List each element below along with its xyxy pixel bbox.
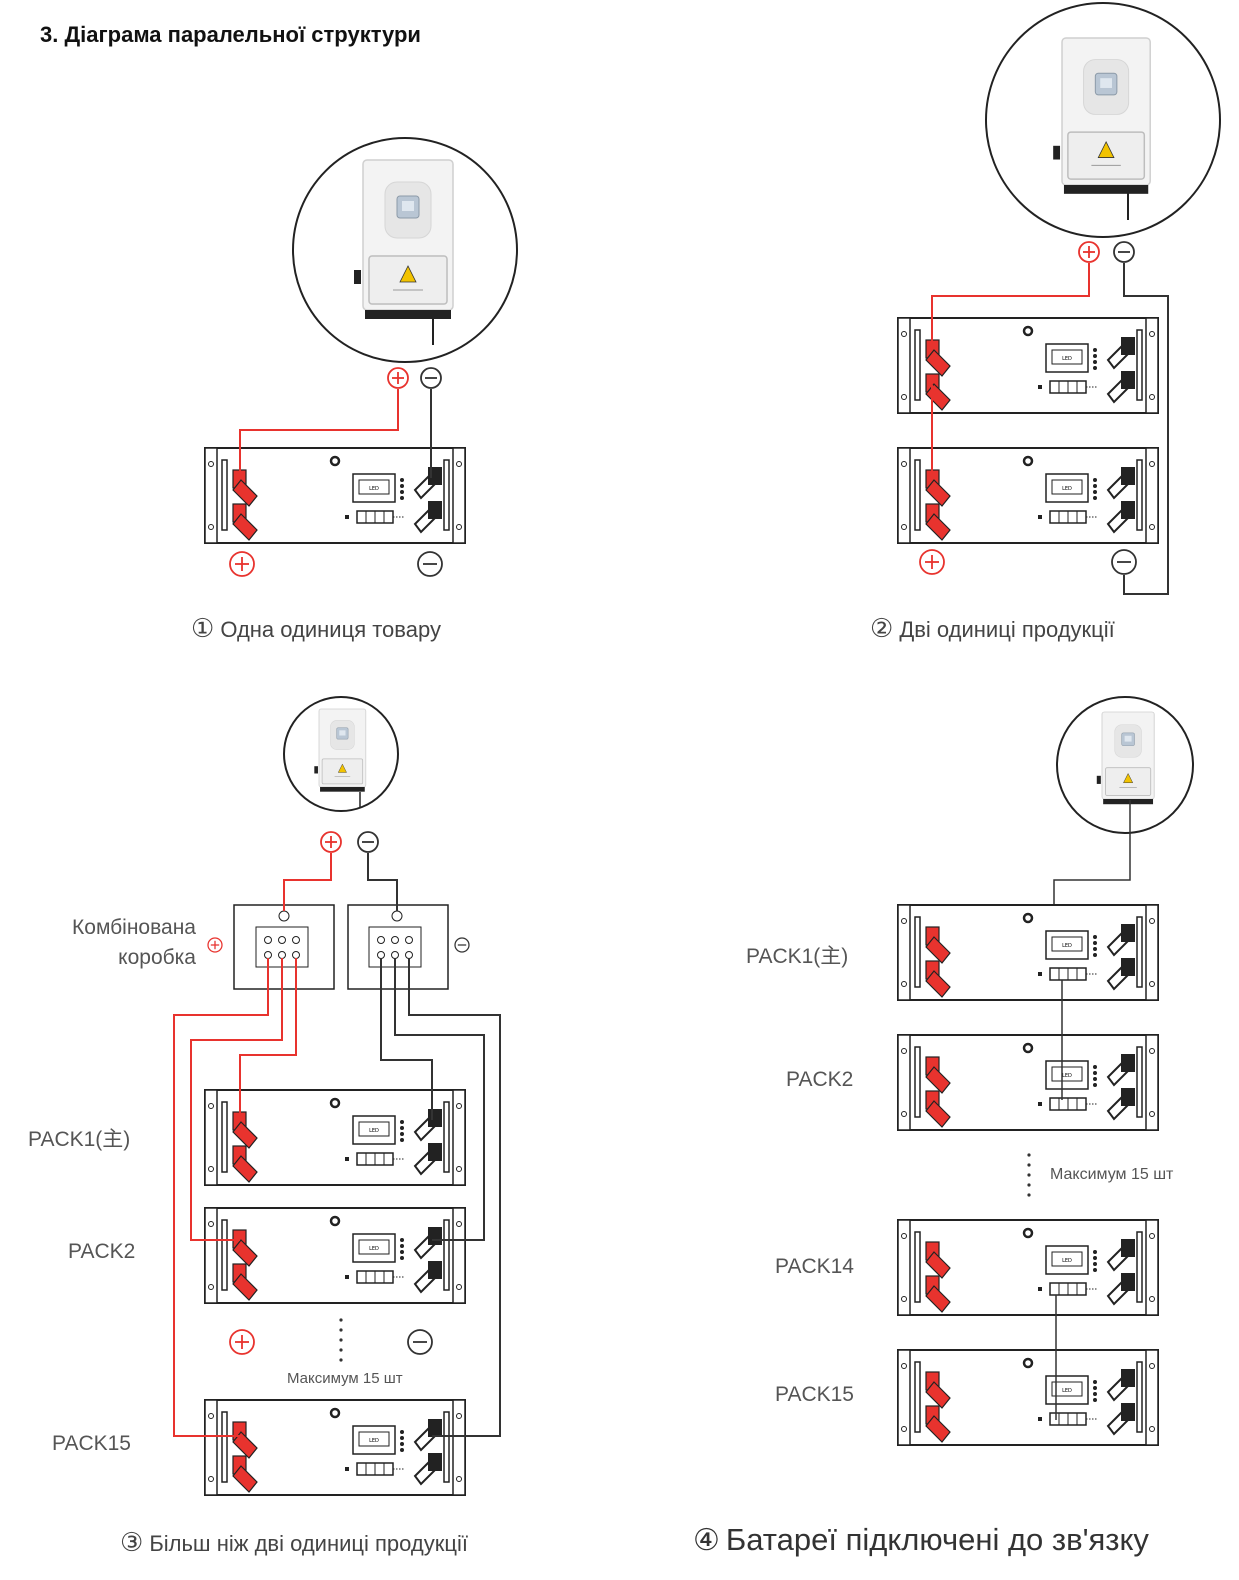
minus-sign-icon bbox=[417, 551, 443, 577]
battery-pack-icon bbox=[896, 316, 1160, 415]
inverter-icon bbox=[353, 159, 454, 320]
minus-sign-icon bbox=[407, 1329, 433, 1355]
plus-sign-icon bbox=[229, 551, 255, 577]
max-count-label: Максимум 15 шт bbox=[287, 1370, 403, 1387]
battery-pack-icon bbox=[896, 1033, 1160, 1132]
battery-pack-icon bbox=[896, 903, 1160, 1002]
pack-label: PACK15 bbox=[52, 1432, 131, 1455]
plus-sign-icon bbox=[919, 549, 945, 575]
plus-sign-icon bbox=[1078, 241, 1100, 263]
battery-pack-icon bbox=[896, 1218, 1160, 1317]
battery-pack-icon bbox=[203, 446, 467, 545]
plus-sign-icon bbox=[387, 367, 409, 389]
diagram-3 bbox=[173, 696, 501, 1497]
pack-label: PACK1(主) bbox=[28, 1128, 131, 1151]
minus-sign-icon bbox=[1111, 549, 1137, 575]
minus-sign-icon bbox=[357, 831, 379, 853]
diagram-2 bbox=[896, 2, 1221, 595]
plus-sign-icon bbox=[320, 831, 342, 853]
inverter-icon bbox=[1096, 711, 1155, 805]
pack-label: PACK2 bbox=[786, 1068, 854, 1091]
combiner-box-label: Комбінована коробка bbox=[72, 916, 196, 969]
battery-pack-icon bbox=[896, 446, 1160, 545]
battery-pack-icon bbox=[203, 1398, 467, 1497]
minus-sign-icon bbox=[1113, 241, 1135, 263]
pack-label: PACK15 bbox=[775, 1383, 854, 1406]
diagram-4 bbox=[896, 696, 1194, 1447]
minus-sign-icon bbox=[420, 367, 442, 389]
battery-pack-icon bbox=[203, 1206, 467, 1305]
pack-label: PACK2 bbox=[68, 1240, 136, 1263]
battery-pack-icon bbox=[896, 1348, 1160, 1447]
battery-pack-icon bbox=[203, 1088, 467, 1187]
diagram-1 bbox=[203, 137, 518, 577]
pack-label: PACK1(主) bbox=[746, 945, 849, 968]
page-title: 3. Діаграма паралельної структури bbox=[40, 22, 421, 47]
plus-sign-icon bbox=[229, 1329, 255, 1355]
inverter-icon bbox=[313, 708, 367, 793]
inverter-icon bbox=[1052, 37, 1151, 195]
max-count-label: Максимум 15 шт bbox=[1050, 1166, 1174, 1183]
pack-label: PACK14 bbox=[775, 1255, 854, 1278]
